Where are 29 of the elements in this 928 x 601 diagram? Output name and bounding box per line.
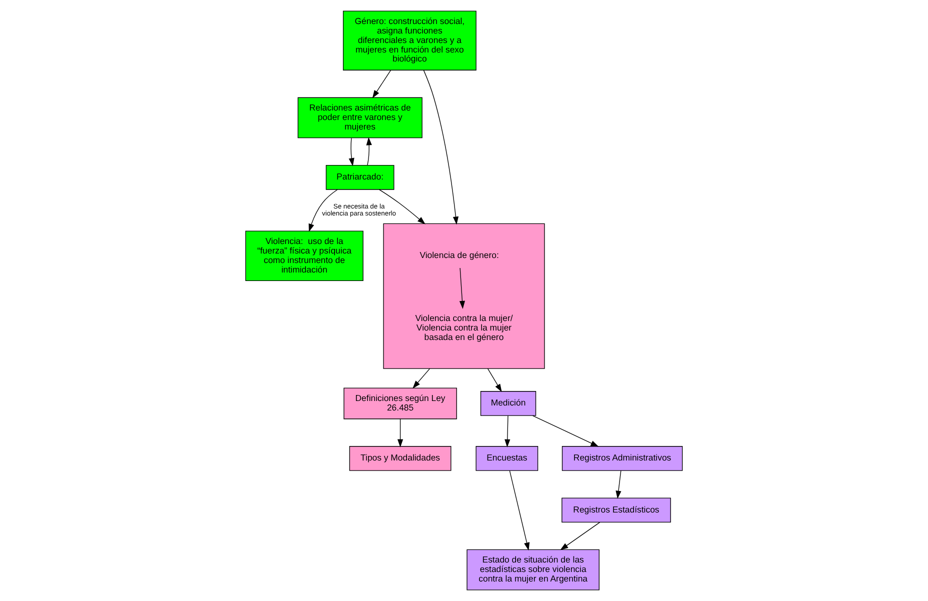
node-box: Estado de situación de las estadísticas sobre violencia contra la mujer en Argentina — [466, 549, 600, 590]
arrow — [487, 368, 502, 392]
node-text: Violencia contra la mujer/ Violencia contra la mujer basada en el género — [415, 313, 513, 342]
arrow — [509, 470, 530, 551]
arrow — [616, 470, 622, 499]
arrow — [412, 368, 430, 389]
cluster — [383, 223, 545, 369]
arrow — [560, 522, 600, 550]
arrow — [348, 138, 354, 166]
arrow — [423, 70, 459, 225]
node-box: Tipos y Modalidades — [349, 446, 452, 471]
arrow — [378, 189, 426, 224]
node-box: Encuestas — [476, 446, 538, 471]
node-text: Violencia de género: — [420, 250, 499, 260]
node-box: Medición — [480, 391, 536, 416]
node-box: Violencia: uso de la “fuerza” física y psíquica como instrumento de intimidación — [245, 230, 364, 282]
node-box: Género: construcción social, asigna funciones diferenciales a varones y a mujeres en función del sexo biológico — [342, 10, 476, 70]
node-box: Relaciones asimétricas de poder entre varones y mujeres — [298, 97, 422, 138]
node-box: Registros Administrativos — [562, 446, 683, 471]
arrow — [459, 268, 466, 309]
node-box: Definiciones según Ley 26.485 — [344, 388, 457, 420]
arrow — [308, 189, 338, 232]
arrow — [397, 418, 404, 448]
node-box: Registros Estadísticos — [562, 498, 671, 522]
arrow — [372, 70, 392, 98]
node-box: Patriarcado: — [326, 165, 394, 190]
arrow — [504, 415, 510, 448]
arrow — [532, 415, 599, 447]
arrow — [366, 137, 372, 166]
